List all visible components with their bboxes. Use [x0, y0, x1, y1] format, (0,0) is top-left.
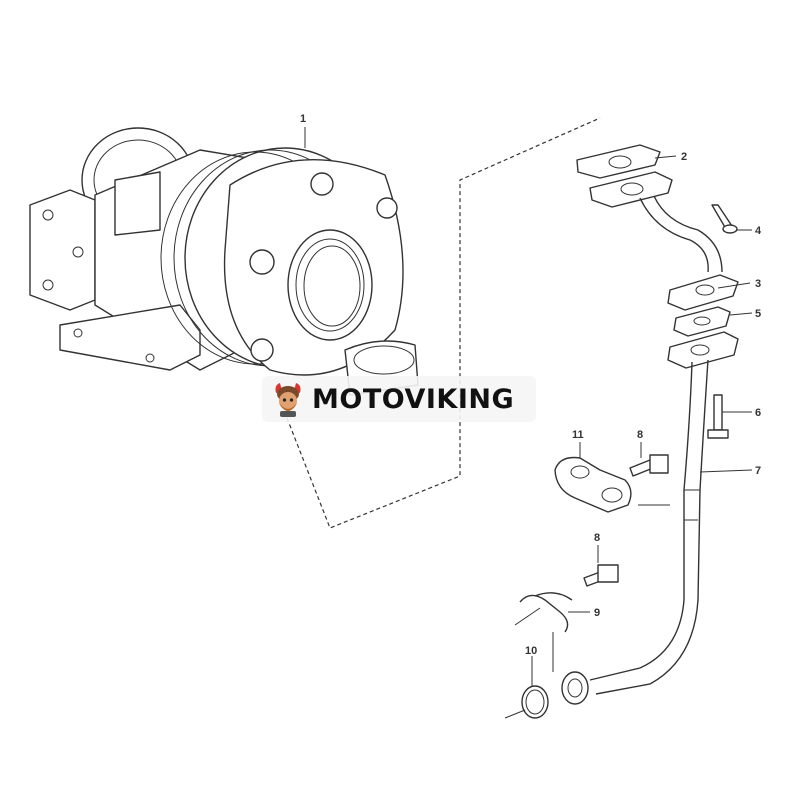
callout-11: 11: [572, 429, 584, 441]
bolt-part-6: [707, 394, 729, 439]
o-ring-part-10: [521, 685, 549, 719]
turbocharger-part-1: [29, 127, 419, 396]
bolt-part-8-upper: [629, 454, 669, 477]
gasket-part-5: [667, 306, 739, 369]
group-outline-dashed: [286, 117, 601, 529]
watermark-logo: MOTOVIKING: [262, 376, 536, 422]
callout-5: 5: [755, 308, 761, 320]
callout-4: 4: [755, 225, 762, 237]
gasket-part-2: [576, 144, 673, 208]
callout-10: 10: [525, 645, 537, 657]
callout-6: 6: [755, 407, 761, 419]
callout-8-upper: 8: [637, 429, 643, 441]
clamp-part-11: [554, 456, 632, 513]
oil-pipe-part-7: [561, 359, 709, 705]
callout-7: 7: [755, 465, 761, 477]
callout-2: 2: [681, 151, 687, 163]
bolt-part-8-lower: [583, 564, 619, 587]
flange-part-3: [667, 274, 739, 311]
callout-1: 1: [300, 113, 306, 125]
clip-part-9: [519, 592, 573, 633]
viking-mascot-icon: [275, 383, 301, 417]
oil-pipe-upper: [639, 195, 723, 273]
callout-8-lower: 8: [594, 532, 600, 544]
callout-3: 3: [755, 278, 761, 290]
callout-9: 9: [594, 607, 600, 619]
leader-lines: [304, 127, 753, 719]
watermark-text: MOTOVIKING: [312, 383, 515, 415]
bolt-part-4: [711, 204, 738, 234]
